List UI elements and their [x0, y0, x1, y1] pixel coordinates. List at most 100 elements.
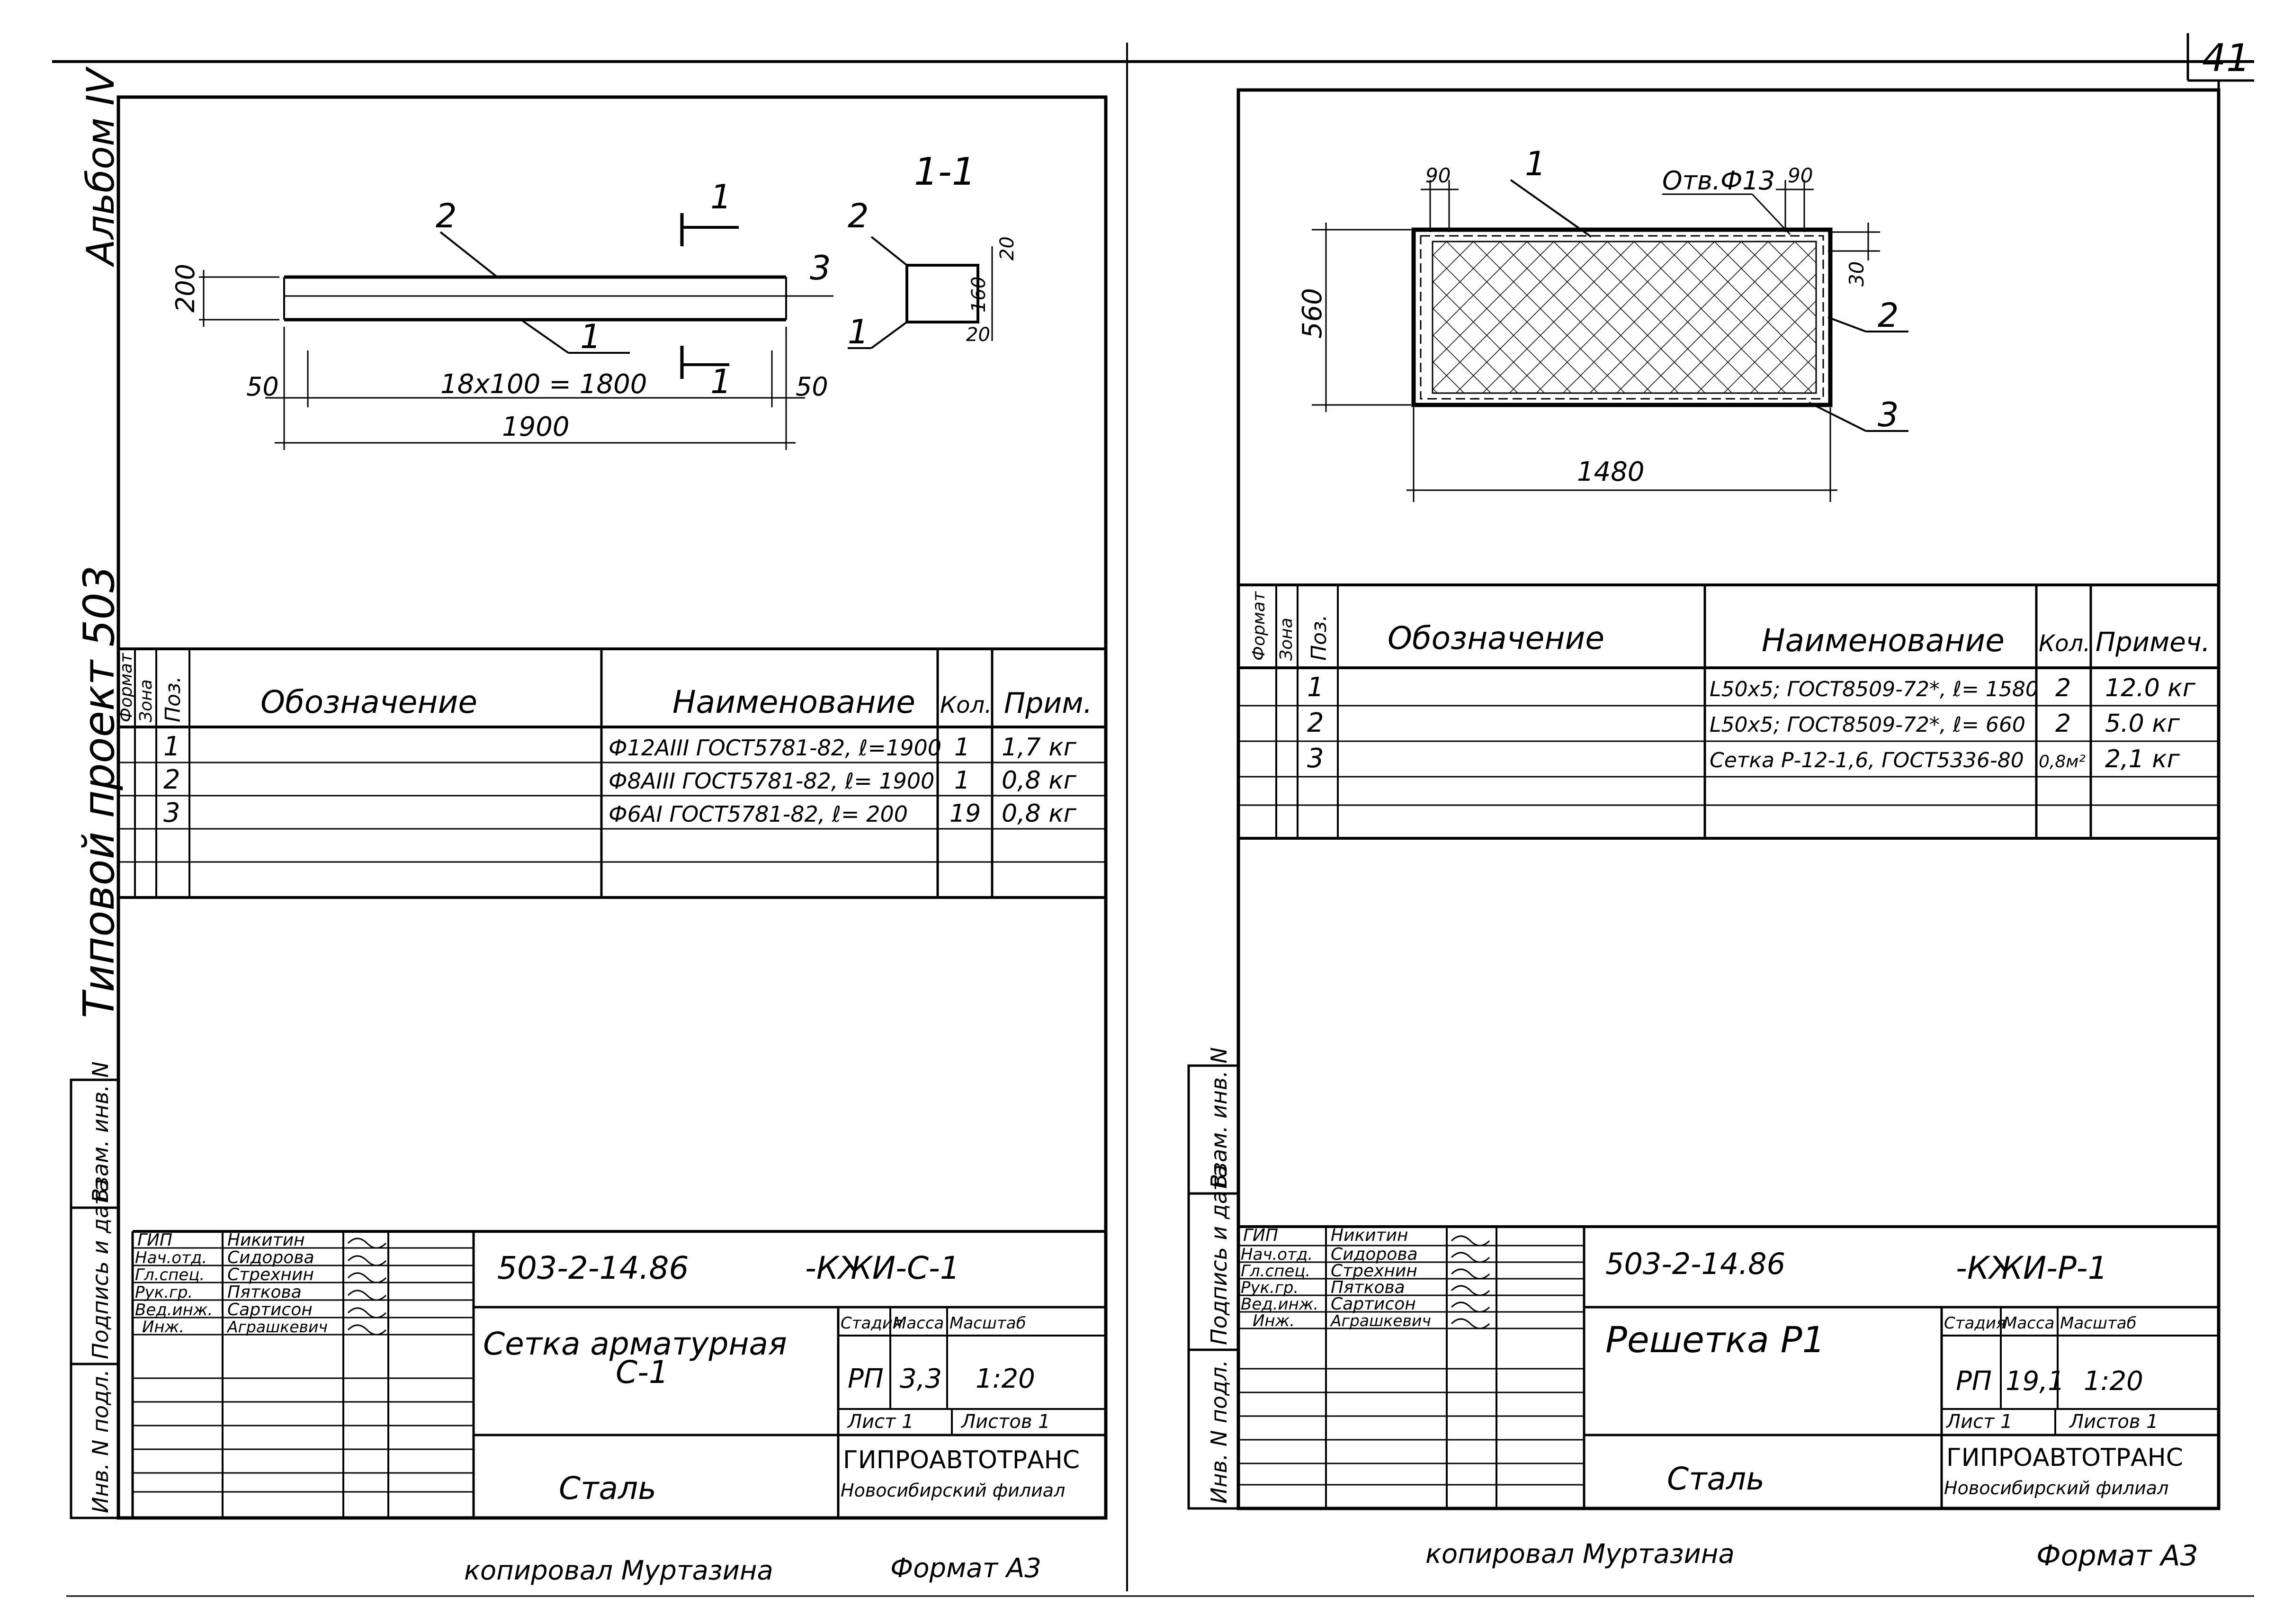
r-doc-code-suffix: -КЖИ-Р-1 [1956, 1250, 2108, 1286]
role-1: ГИП [137, 1230, 172, 1250]
cut-mark-bottom: 1 [710, 362, 732, 401]
r-stage-value: РП [1956, 1366, 1992, 1397]
r-footer-copied: копировал Муртазина [1425, 1539, 1735, 1570]
right-title-block: ГИП Нач.отд. Гл.спец. Рук.гр. Вед.инж. И… [1238, 1225, 2219, 1508]
org-name: ГИПРОАВТОТРАНС [843, 1446, 1080, 1474]
dim-spacing: 18х100 = 1800 [440, 369, 647, 400]
dim-right-end: 50 [796, 372, 828, 402]
r-col-zone: Зона [1277, 618, 1296, 661]
col-zone: Зона [136, 679, 156, 722]
name-6: Аграшкевич [226, 1318, 328, 1336]
callout-pos-1: 1 [580, 317, 601, 356]
project-label: Типовой проект 503 [74, 565, 124, 1018]
r-name-6: Аграшкевич [1330, 1311, 1431, 1330]
footer-copied: копировал Муртазина [464, 1555, 773, 1586]
r-row-1-name: L50х5; ГОСТ8509-72*, ℓ= 1580 [1710, 677, 2039, 701]
material: Сталь [559, 1470, 656, 1507]
r-signature-marks [1451, 1235, 1490, 1329]
r-material: Сталь [1667, 1461, 1765, 1497]
r-col-note: Примеч. [2096, 627, 2210, 658]
sheet-count: Листов 1 [960, 1411, 1050, 1433]
r-row-3-pos: 3 [1307, 743, 1324, 774]
mass-value: 3,3 [900, 1364, 942, 1394]
name-2: Сидорова [227, 1248, 314, 1267]
stage-value: РП [848, 1364, 884, 1394]
dim-edge-right: 90 [1788, 164, 1813, 187]
r-col-format: Формат [1249, 591, 1269, 661]
r-name-4: Пяткова [1331, 1278, 1405, 1297]
page-number: 41 [2202, 36, 2250, 80]
row-2-qty: 1 [954, 766, 970, 795]
r-stage-label: Стадия [1944, 1314, 2006, 1333]
section-label: 1-1 [914, 150, 976, 194]
r-footer-format: Формат А3 [2036, 1539, 2198, 1572]
row-1-name: Ф12АIII ГОСТ5781-82, ℓ=1900 [609, 735, 941, 761]
footer-format: Формат А3 [890, 1553, 1041, 1584]
r-row-2-pos: 2 [1307, 708, 1324, 738]
callout-pos-3: 3 [810, 249, 831, 287]
r-name-2: Сидорова [1331, 1245, 1418, 1264]
r-name-5: Сартисон [1331, 1294, 1416, 1314]
row-3-name: Ф6АI ГОСТ5781-82, ℓ= 200 [609, 801, 908, 827]
dim-grille-height: 560 [1297, 288, 1328, 339]
stamp-inv-right: Инв. N подл. [1206, 1360, 1232, 1504]
name-4: Пяткова [227, 1283, 302, 1302]
r-org-branch: Новосибирский филиал [1944, 1478, 2168, 1498]
scale-label: Масштаб [949, 1314, 1026, 1333]
r-role-5: Вед.инж. [1241, 1295, 1318, 1314]
name-3: Стрехнин [227, 1265, 314, 1284]
scale-value: 1:20 [976, 1364, 1035, 1394]
role-3: Гл.спец. [135, 1265, 205, 1284]
row-2-name: Ф8АIII ГОСТ5781-82, ℓ= 1900 [609, 768, 934, 794]
r-row-3-qty: 0,8м² [2039, 752, 2086, 772]
role-4: Рук.гр. [135, 1283, 193, 1302]
right-spec-table: Формат Зона Поз. Обозначение Наименовани… [1238, 583, 2219, 840]
stamp-replace-left: Взам. инв. N [88, 1061, 113, 1203]
r-doc-code: 503-2-14.86 [1605, 1247, 1785, 1281]
left-sheet: Альбом IV Типовой проект 503 Инв. N подл… [70, 66, 1108, 1586]
col-name: Наименование [672, 684, 915, 720]
dim-height: 200 [170, 264, 200, 313]
dim-total: 1900 [502, 412, 570, 442]
r-role-4: Рук.гр. [1241, 1278, 1299, 1297]
r-row-2-name: L50х5; ГОСТ8509-72*, ℓ= 660 [1710, 713, 2025, 737]
r-sheet-number: Лист 1 [1945, 1411, 2013, 1433]
left-title-block: ГИП Нач.отд. Гл.спец. Рук.гр. Вед.инж. И… [131, 1230, 1106, 1518]
r-row-3-note: 2,1 кг [2105, 745, 2180, 773]
grille-callout-2: 2 [1878, 296, 1899, 335]
album-label: Альбом IV [79, 66, 123, 268]
r-org-name: ГИПРОАВТОТРАНС [1946, 1444, 2183, 1472]
r-col-qty: Кол. [2039, 630, 2090, 657]
row-3-qty: 19 [949, 799, 981, 828]
col-pos: Поз. [161, 676, 185, 722]
right-sheet: Инв. N подл. Подпись и дата Взам. инв. N… [1187, 81, 2221, 1572]
r-row-3-name: Сетка Р-12-1,6, ГОСТ5336-80 [1710, 748, 2024, 772]
dim-left-end: 50 [246, 372, 279, 402]
stage-label: Стадия [841, 1314, 902, 1333]
grille-callout-1: 1 [1525, 144, 1546, 183]
r-scale-label: Масштаб [2060, 1314, 2137, 1333]
r-role-1: ГИП [1243, 1226, 1278, 1245]
name-1: Никитин [227, 1230, 305, 1250]
r-role-2: Нач.отд. [1241, 1245, 1313, 1264]
row-1-note: 1,7 кг [1002, 733, 1077, 762]
r-col-pos: Поз. [1307, 615, 1331, 661]
r-sheet-count: Листов 1 [2069, 1411, 2159, 1433]
callout-pos-2: 2 [436, 197, 457, 235]
row-2-pos: 2 [163, 764, 180, 795]
col-format: Формат [116, 653, 136, 722]
row-2-note: 0,8 кг [1002, 766, 1077, 795]
r-role-6: Инж. [1253, 1311, 1295, 1330]
row-1-pos: 1 [163, 731, 180, 762]
dim-edge-left: 90 [1425, 164, 1451, 187]
r-col-name: Наименование [1762, 622, 2005, 659]
grille-mesh [1432, 241, 1817, 394]
mass-label: Масса [893, 1314, 944, 1333]
dim-sec-bot: 20 [966, 324, 990, 346]
r-row-2-qty: 2 [2055, 709, 2071, 738]
col-qty: Кол. [940, 692, 992, 718]
stamp-inv-left: Инв. N подл. [88, 1369, 113, 1513]
dim-grille-width: 1480 [1577, 457, 1645, 487]
r-row-2-note: 5.0 кг [2105, 709, 2180, 738]
